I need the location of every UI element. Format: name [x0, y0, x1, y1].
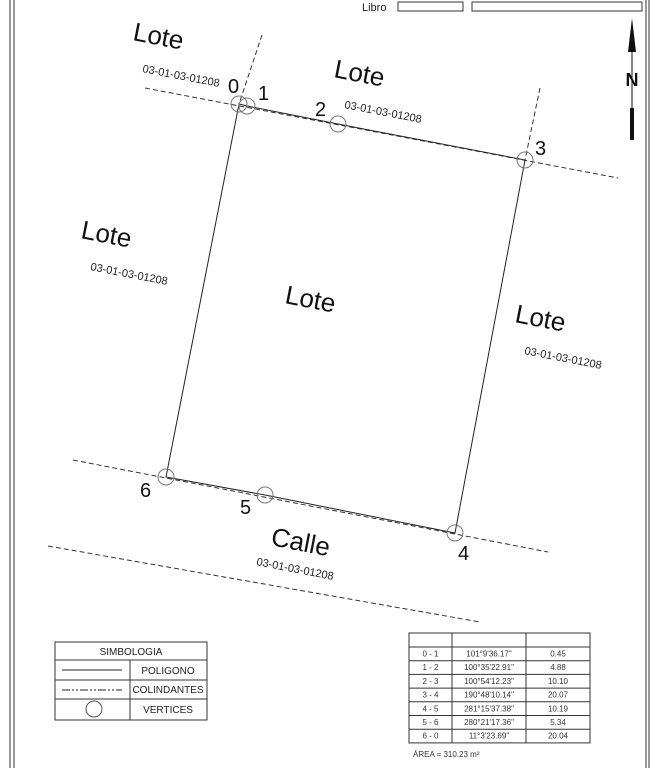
- table-cell: 281°15'37.38": [464, 704, 514, 713]
- vertex-5: [256, 486, 274, 504]
- colindantes-lines: [47, 34, 619, 623]
- svg-text:03-01-03-01208: 03-01-03-01208: [523, 345, 602, 372]
- table-cell: 3 - 4: [422, 691, 439, 700]
- svg-text:N: N: [626, 70, 639, 90]
- vertex-label-3: 3: [535, 138, 546, 160]
- legend-item-colindantes: COLINDANTES: [132, 685, 203, 696]
- table-cell: 100°35'22.91": [464, 663, 514, 672]
- parcel-right: Lote 03-01-03-01208: [513, 298, 603, 371]
- legend-item-vertices: VERTICES: [143, 705, 193, 716]
- vertex-1: [238, 97, 256, 115]
- vertex-2: [329, 115, 347, 133]
- table-cell: 5.34: [550, 718, 566, 727]
- table-cell: 0 - 1: [422, 650, 439, 659]
- folio-field: [471, 1, 643, 12]
- vertex-label-5: 5: [240, 497, 251, 519]
- svg-text:Lote: Lote: [332, 53, 387, 92]
- parcel-top-left: Lote 03-01-03-01208: [131, 16, 221, 89]
- lot-polygon: [165, 103, 526, 534]
- legend-simbologia: SIMBOLOGIA POLIGONO COLINDANTES VERTICES: [54, 641, 208, 721]
- survey-table: 0 - 1 101°9'36.17" 0.45 1 - 2 100°35'22.91" 4…: [408, 632, 591, 759]
- vertex-0: [230, 95, 248, 113]
- svg-text:Lote: Lote: [283, 279, 338, 318]
- table-cell: 6 - 0: [422, 732, 439, 741]
- vertex-label-1: 1: [258, 83, 269, 105]
- table-cell: 0.45: [550, 650, 566, 659]
- libro-field: [397, 1, 464, 12]
- page-border: [9, 0, 650, 768]
- table-cell: 4 - 5: [422, 704, 439, 713]
- vertex-labels: 0 1 2 3 4 5 6: [140, 76, 546, 565]
- vertex-circle-symbol: [85, 700, 103, 718]
- vertex-label-4: 4: [458, 543, 469, 565]
- parcel-top: Lote 03-01-03-01208: [332, 53, 423, 125]
- vertex-label-2: 2: [315, 99, 326, 121]
- vertex-3: [516, 151, 534, 169]
- vertex-6: [157, 468, 175, 486]
- table-cell: 101°9'36.17": [466, 650, 512, 659]
- north-arrow-icon: N: [626, 18, 639, 140]
- table-cell: 2 - 3: [422, 677, 439, 686]
- table-cell: 280°21'17.36": [464, 718, 514, 727]
- svg-text:Lote: Lote: [131, 16, 186, 55]
- parcel-subject: Lote: [283, 279, 338, 318]
- svg-text:Lote: Lote: [79, 214, 134, 253]
- svg-text:Lote: Lote: [513, 298, 568, 337]
- table-cell: 100°54'12.23": [464, 677, 514, 686]
- svg-text:03-01-03-01208: 03-01-03-01208: [141, 63, 220, 90]
- table-cell: 190°48'10.14": [464, 691, 514, 700]
- parcel-left: Lote 03-01-03-01208: [79, 214, 169, 287]
- table-cell: 10.19: [548, 704, 569, 713]
- vertex-markers: [157, 95, 534, 542]
- libro-label: Libro: [362, 2, 386, 14]
- header-libro: Libro: [362, 1, 643, 14]
- vertex-label-6: 6: [140, 480, 151, 502]
- svg-text:03-01-03-01208: 03-01-03-01208: [89, 261, 168, 288]
- table-cell: 11°3'23.69": [469, 732, 510, 741]
- table-cell: 4.88: [550, 663, 566, 672]
- table-cell: 10.10: [548, 677, 569, 686]
- area-label: ÁREA = 310.23 m²: [413, 750, 480, 759]
- legend-title: SIMBOLOGIA: [100, 647, 163, 658]
- legend-item-poligono: POLIGONO: [141, 666, 195, 677]
- vertex-label-0: 0: [228, 76, 239, 98]
- svg-text:Calle: Calle: [269, 521, 333, 562]
- table-cell: 1 - 2: [422, 663, 439, 672]
- table-cell: 20.07: [548, 691, 569, 700]
- table-cell: 5 - 6: [422, 718, 439, 727]
- vertex-4: [446, 524, 464, 542]
- table-cell: 20.04: [548, 732, 569, 741]
- svg-text:03-01-03-01208: 03-01-03-01208: [343, 99, 422, 126]
- street-calle: Calle 03-01-03-01208: [255, 521, 334, 582]
